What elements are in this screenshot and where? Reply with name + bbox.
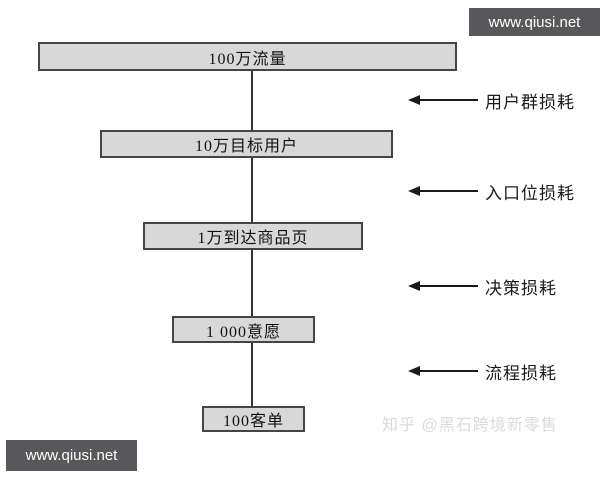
arrow-line [420, 370, 478, 372]
loss-annotation-process: 流程损耗 [408, 361, 557, 383]
loss-label: 流程损耗 [485, 363, 557, 383]
funnel-stage-intention: 1 000意愿 [172, 316, 315, 343]
watermark-top-right: www.qiusi.net [469, 8, 600, 36]
funnel-stage-target-users: 10万目标用户 [100, 130, 393, 158]
loss-annotation-entry-position: 入口位损耗 [408, 181, 575, 203]
arrow-line [420, 285, 478, 287]
loss-label: 入口位损耗 [485, 183, 575, 203]
loss-annotation-decision: 决策损耗 [408, 276, 557, 298]
funnel-stage-traffic: 100万流量 [38, 42, 457, 71]
stage-connector-3 [251, 250, 253, 316]
stage-connector-1 [251, 71, 253, 130]
left-arrow-icon [408, 281, 420, 291]
arrow-line [420, 190, 478, 192]
left-arrow-icon [408, 186, 420, 196]
stage-connector-2 [251, 158, 253, 222]
loss-annotation-user-group: 用户群损耗 [408, 90, 575, 112]
left-arrow-icon [408, 95, 420, 105]
funnel-stage-product-page: 1万到达商品页 [143, 222, 363, 250]
left-arrow-icon [408, 366, 420, 376]
loss-label: 用户群损耗 [485, 92, 575, 112]
funnel-stage-orders: 100客单 [202, 406, 305, 432]
zhihu-watermark: 知乎 @黑石跨境新零售 [382, 417, 558, 434]
loss-label: 决策损耗 [485, 278, 557, 298]
watermark-bottom-left: www.qiusi.net [6, 440, 137, 471]
stage-connector-4 [251, 343, 253, 406]
arrow-line [420, 99, 478, 101]
